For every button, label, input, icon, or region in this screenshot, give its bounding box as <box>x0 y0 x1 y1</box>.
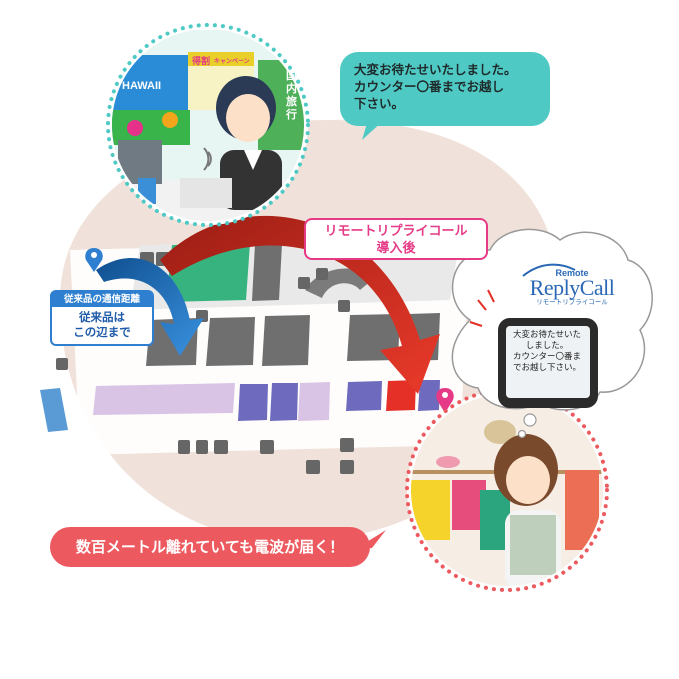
origin-pin-icon <box>85 248 103 272</box>
pager-bubble <box>451 228 653 439</box>
remote-arrow <box>160 215 440 394</box>
pager-screen-bg <box>506 326 590 398</box>
range-message-pill: 数百メートル離れていても電波が届く！ <box>50 527 370 567</box>
special-poster-label: 得割 <box>192 56 211 66</box>
shopper-body <box>505 510 561 586</box>
laptop <box>180 178 232 208</box>
shopper-face <box>506 456 550 504</box>
pager-screen-text: 大変お待たせいた しました。 カウンター〇番ま でお越し下さい。 <box>508 330 586 394</box>
target-shop <box>386 380 416 411</box>
after-label-line-1: リモートリプライコール <box>324 224 468 239</box>
operator-face <box>226 94 270 142</box>
lilac-shops <box>93 382 330 421</box>
after-introduction-label: リモートリプライコール 導入後 <box>304 218 488 260</box>
pager-line-2: しました。 <box>525 341 569 351</box>
campaign-poster-label: キャンペーン <box>214 59 250 65</box>
range-box-line-2: この辺まで <box>73 325 131 339</box>
logo-subtitle: リモートリプライコール <box>536 298 608 306</box>
pager-line-1: 大変お待たせいた <box>512 330 581 340</box>
pager-line-3: カウンター〇番ま <box>512 352 581 362</box>
hawaii-poster-label: HAWAII <box>122 80 162 92</box>
purple-shops <box>238 380 440 421</box>
bubble-line-2: カウンター〇番までお越し <box>354 79 505 94</box>
operator-circle <box>106 23 310 227</box>
handbag <box>484 420 516 444</box>
after-label-line-2: 導入後 <box>376 241 416 256</box>
conventional-arrow <box>96 258 204 356</box>
range-box-line-1: 従来品は <box>79 310 125 324</box>
range-box-title: 従来品の通信距離 <box>52 292 152 307</box>
pager-line-4: でお越し下さい。 <box>512 363 581 373</box>
bubble-line-3: 下さい。 <box>354 96 405 111</box>
destination-pin-icon <box>436 388 454 413</box>
logo-remote: Remote <box>555 268 589 278</box>
replycall-logo: Remote ReplyCall リモートリプライコール <box>522 268 622 306</box>
conventional-range-box: 従来品の通信距離 従来品は この辺まで <box>50 290 154 346</box>
side-shops <box>40 388 68 432</box>
operator-speech-bubble: 大変お待たせいたしました。 カウンター〇番までお越し 下さい。 <box>340 52 550 126</box>
shoes <box>436 456 460 468</box>
shopper-circle <box>405 388 609 592</box>
vibration-marks <box>469 289 495 327</box>
operator-body <box>220 150 282 210</box>
domestic-poster-label: 国内旅行 <box>286 70 297 121</box>
bubble-line-1: 大変お待たせいたしました。 <box>354 62 517 77</box>
logo-replycall: ReplyCall <box>529 275 615 300</box>
